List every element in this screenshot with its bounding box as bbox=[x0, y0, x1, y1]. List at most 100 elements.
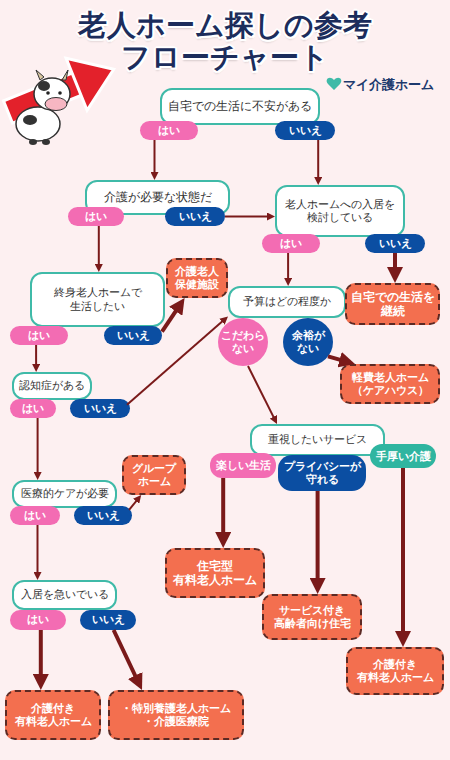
flow-arrow bbox=[248, 366, 275, 420]
question-box: 終身老人ホームで 生活したい bbox=[30, 272, 165, 327]
node-text: 自宅での生活を 継続 bbox=[351, 290, 435, 318]
no-pill: いいえ bbox=[74, 506, 132, 525]
node-text: 介護老人 保健施設 bbox=[172, 265, 222, 292]
node-text: はい bbox=[280, 237, 302, 250]
node-text: 軽費老人ホーム （ケアハウス） bbox=[346, 371, 434, 398]
node-text: 終身老人ホームで 生活したい bbox=[38, 286, 157, 313]
yes-pill: はい bbox=[10, 326, 68, 345]
node-text: サービス付き 高齢者向け住宅 bbox=[268, 604, 356, 631]
result-box: 介護付き 有料老人ホーム bbox=[346, 647, 444, 695]
no-pill: いいえ bbox=[165, 207, 225, 226]
flow-arrow bbox=[37, 525, 39, 576]
node-text: いいえ bbox=[84, 402, 117, 415]
chart-title: 老人ホーム探しの参考 フローチャート bbox=[75, 10, 375, 74]
flow-arrow bbox=[225, 216, 271, 218]
cow-eye bbox=[46, 91, 50, 95]
question-box: 予算はどの程度か bbox=[228, 286, 346, 318]
flow-arrow bbox=[154, 140, 156, 176]
question-box: 老人ホームへの入居を 検討している bbox=[275, 185, 405, 237]
result-box: グループ ホーム bbox=[122, 455, 186, 495]
cow-spot bbox=[23, 115, 37, 125]
question-box: 認知症がある bbox=[12, 372, 92, 400]
yes-pill: はい bbox=[140, 121, 198, 140]
yes-pill: はい bbox=[10, 399, 56, 418]
node-text: 入居を急いでいる bbox=[21, 588, 109, 601]
option-circle: こだわら ない bbox=[218, 318, 268, 366]
result-box: 住宅型 有料老人ホーム bbox=[165, 548, 265, 598]
node-text: はい bbox=[24, 509, 46, 522]
node-text: 住宅型 有料老人ホーム bbox=[171, 559, 259, 587]
yes-pill: はい bbox=[68, 207, 124, 226]
node-text: いいえ bbox=[379, 237, 412, 250]
cow-hoof bbox=[29, 139, 37, 145]
flow-arrow bbox=[317, 140, 319, 181]
logo-heart bbox=[327, 78, 342, 90]
cow-hoof bbox=[42, 139, 50, 145]
flow-arrow bbox=[35, 345, 37, 368]
node-text: 老人ホームへの入居を 検討している bbox=[283, 198, 397, 225]
cow-head bbox=[34, 78, 70, 110]
result-box: ・特別養護老人ホーム・介護医療院 bbox=[108, 690, 244, 740]
node-text: 介護付き 有料老人ホーム bbox=[11, 702, 95, 729]
option-pill: 手厚い介護 bbox=[370, 444, 436, 468]
no-pill: いいえ bbox=[275, 121, 335, 140]
flow-arrow bbox=[401, 468, 405, 639]
node-text: いいえ bbox=[289, 124, 322, 137]
node-text: こだわら ない bbox=[218, 329, 268, 355]
no-pill: いいえ bbox=[80, 610, 136, 630]
node-text: プライバシーが 守れる bbox=[278, 460, 366, 486]
flow-arrow bbox=[328, 356, 347, 361]
question-box: 重視したいサービス bbox=[250, 424, 385, 456]
node-text: ・特別養護老人ホーム bbox=[121, 702, 231, 715]
option-circle: 余裕が ない bbox=[283, 318, 333, 366]
cow-illustration bbox=[16, 70, 70, 145]
node-text: いいえ bbox=[179, 210, 212, 223]
node-text: はい bbox=[27, 613, 49, 626]
node-text: いいえ bbox=[92, 613, 125, 626]
node-text: 自宅での生活に不安がある bbox=[168, 99, 312, 113]
no-pill: いいえ bbox=[365, 234, 425, 253]
node-text: 重視したいサービス bbox=[268, 433, 367, 446]
yes-pill: はい bbox=[10, 610, 66, 630]
node-text: 手厚い介護 bbox=[376, 450, 431, 463]
node-text: いいえ bbox=[117, 329, 150, 342]
cow-snout bbox=[45, 98, 67, 111]
flow-arrow bbox=[98, 226, 100, 268]
node-text: 認知症がある bbox=[19, 379, 85, 392]
flow-arrow bbox=[37, 418, 39, 476]
node-text: はい bbox=[22, 402, 44, 415]
node-text: 医療的ケアが必要 bbox=[21, 487, 109, 500]
node-text: 予算はどの程度か bbox=[243, 295, 331, 308]
cow-body bbox=[16, 107, 60, 141]
node-text: 介護が必要な状態だ bbox=[104, 190, 212, 204]
node-text: ・介護医療院 bbox=[143, 715, 209, 728]
no-pill: いいえ bbox=[104, 326, 162, 345]
option-pill: プライバシーが 守れる bbox=[278, 455, 366, 491]
result-box: 軽費老人ホーム （ケアハウス） bbox=[340, 364, 440, 404]
no-pill: いいえ bbox=[70, 399, 130, 418]
option-pill: 楽しい生活 bbox=[210, 453, 276, 478]
flow-arrow bbox=[393, 253, 397, 275]
node-text: 楽しい生活 bbox=[216, 459, 271, 472]
flow-arrow bbox=[221, 478, 225, 540]
node-text: はい bbox=[158, 124, 180, 137]
node-text: いいえ bbox=[87, 509, 120, 522]
node-text: 余裕が ない bbox=[283, 329, 333, 355]
flow-arrow bbox=[287, 253, 289, 282]
cow-spot bbox=[38, 81, 50, 91]
flow-arrow bbox=[316, 491, 320, 586]
flow-arrow bbox=[114, 630, 139, 683]
question-box: 自宅での生活に不安がある bbox=[160, 88, 320, 125]
question-box: 医療的ケアが必要 bbox=[12, 480, 117, 508]
flow-arrow bbox=[39, 630, 43, 682]
result-box: 介護付き 有料老人ホーム bbox=[5, 690, 101, 740]
result-box: サービス付き 高齢者向け住宅 bbox=[262, 594, 362, 640]
node-text: はい bbox=[28, 329, 50, 342]
result-box: 自宅での生活を 継続 bbox=[345, 283, 440, 325]
yes-pill: はい bbox=[262, 234, 320, 253]
result-box: 介護老人 保健施設 bbox=[166, 258, 228, 298]
yes-pill: はい bbox=[10, 506, 60, 525]
node-text: 介護付き 有料老人ホーム bbox=[352, 658, 438, 685]
logo-text: マイ介護ホーム bbox=[343, 76, 434, 94]
node-text: グループ ホーム bbox=[128, 462, 180, 489]
